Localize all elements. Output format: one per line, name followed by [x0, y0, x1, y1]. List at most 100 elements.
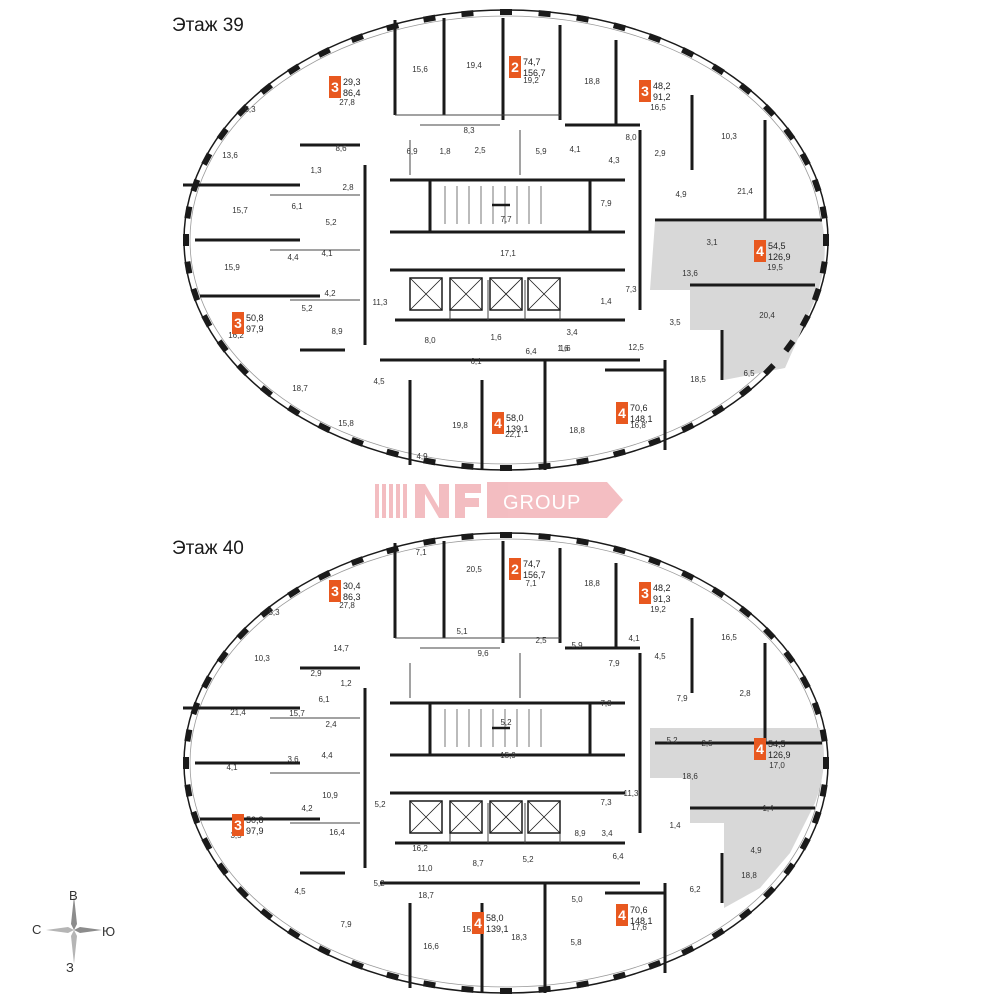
- room-area-label: 22,1: [505, 430, 521, 439]
- room-area-label: 4,1: [321, 249, 333, 258]
- apartment-total-area: 148,1: [630, 414, 653, 424]
- floor-title-39: Этаж 39: [172, 15, 244, 36]
- room-area-label: 8,0: [424, 336, 436, 345]
- room-area-label: 19,5: [767, 263, 783, 272]
- apartment-total-area: 139,1: [486, 924, 509, 934]
- room-area-label: 6,9: [406, 147, 418, 156]
- room-area-label: 15,9: [500, 751, 516, 760]
- room-area-label: 18,8: [584, 77, 600, 86]
- apartment-rooms-count: 4: [756, 243, 764, 259]
- room-area-label: 5,2: [522, 855, 534, 864]
- room-area-label: 7,3: [625, 285, 637, 294]
- room-area-label: 8,6: [335, 144, 347, 153]
- room-area-label: 21,4: [737, 187, 753, 196]
- apartment-total-area: 156,7: [523, 570, 546, 580]
- room-area-label: 4,9: [416, 452, 428, 461]
- room-area-label: 9,6: [477, 649, 489, 658]
- room-area-label: 1,4: [600, 297, 612, 306]
- apartment-living-area: 48,2: [653, 583, 671, 593]
- room-area-label: 7,9: [608, 659, 620, 668]
- room-area-label: 27,8: [339, 601, 355, 610]
- compass: В С Ю З: [32, 888, 115, 975]
- apartment-rooms-count: 3: [641, 83, 649, 99]
- room-area-label: 1,2: [340, 679, 352, 688]
- room-area-label: 18,3: [511, 933, 527, 942]
- apartment-total-area: 126,9: [768, 252, 791, 262]
- room-area-label: 6,4: [612, 852, 624, 861]
- room-area-label: 13,6: [222, 151, 238, 160]
- room-area-label: 19,4: [466, 61, 482, 70]
- room-area-label: 6,1: [318, 695, 330, 704]
- room-area-label: 7,9: [676, 694, 688, 703]
- room-area-label: 4,1: [226, 763, 238, 772]
- room-area-label: 7,1: [525, 579, 537, 588]
- room-area-label: 7,7: [500, 215, 512, 224]
- room-area-label: 19,2: [523, 76, 539, 85]
- elevator-shafts: [409, 800, 561, 834]
- apartment-living-area: 54,5: [768, 241, 786, 251]
- room-area-label: 18,8: [569, 426, 585, 435]
- room-area-label: 16,6: [423, 942, 439, 951]
- room-area-label: 2,8: [342, 183, 354, 192]
- room-area-label: 4,5: [294, 887, 306, 896]
- room-area-label: 3,4: [601, 829, 613, 838]
- apartment-rooms-count: 2: [511, 59, 519, 75]
- room-area-label: 6,4: [525, 347, 537, 356]
- compass-east-label: Ю: [102, 924, 115, 939]
- room-area-label: 15,8: [462, 925, 478, 934]
- room-area-label: 2,8: [739, 689, 751, 698]
- room-area-label: 7,9: [600, 199, 612, 208]
- room-area-label: 13,6: [682, 269, 698, 278]
- room-area-label: 2,4: [325, 720, 337, 729]
- room-area-label: 1,8: [439, 147, 451, 156]
- apartment-living-area: 58,0: [486, 913, 504, 923]
- room-area-label: 2,9: [310, 669, 322, 678]
- compass-west-label: С: [32, 922, 41, 937]
- room-area-label: 5,2: [374, 800, 386, 809]
- apartment-total-area: 97,9: [246, 324, 264, 334]
- room-area-label: 10,3: [254, 654, 270, 663]
- room-area-label: 12,5: [628, 343, 644, 352]
- apartment-total-area: 86,3: [343, 592, 361, 602]
- room-area-label: 5,2: [500, 718, 512, 727]
- room-area-label: 15,7: [232, 206, 248, 215]
- elevator-shafts: [409, 277, 561, 311]
- room-area-label: 3,4: [566, 328, 578, 337]
- interior-walls: [183, 18, 822, 470]
- apartment-total-area: 126,9: [768, 750, 791, 760]
- watermark-logo: GROUP: [375, 482, 623, 518]
- room-area-label: 4,9: [675, 190, 687, 199]
- room-area-label: 3,5: [669, 318, 681, 327]
- highlighted-apartment: [650, 222, 825, 380]
- room-area-label: 18,8: [741, 871, 757, 880]
- room-area-label: 15,7: [289, 709, 305, 718]
- room-area-label: 7,1: [415, 548, 427, 557]
- room-area-label: 18,8: [584, 579, 600, 588]
- apartment-living-area: 70,6: [630, 403, 648, 413]
- room-area-label: 4,5: [373, 377, 385, 386]
- room-area-label: 16,8: [630, 421, 646, 430]
- room-area-label: 27,8: [339, 98, 355, 107]
- room-area-label: 18,7: [418, 891, 434, 900]
- room-area-label: 11,0: [418, 864, 434, 873]
- apartment-living-area: 58,0: [506, 413, 524, 423]
- room-area-label: 20,4: [759, 311, 775, 320]
- room-area-label: 8,7: [472, 859, 484, 868]
- facade-columns: [183, 532, 829, 994]
